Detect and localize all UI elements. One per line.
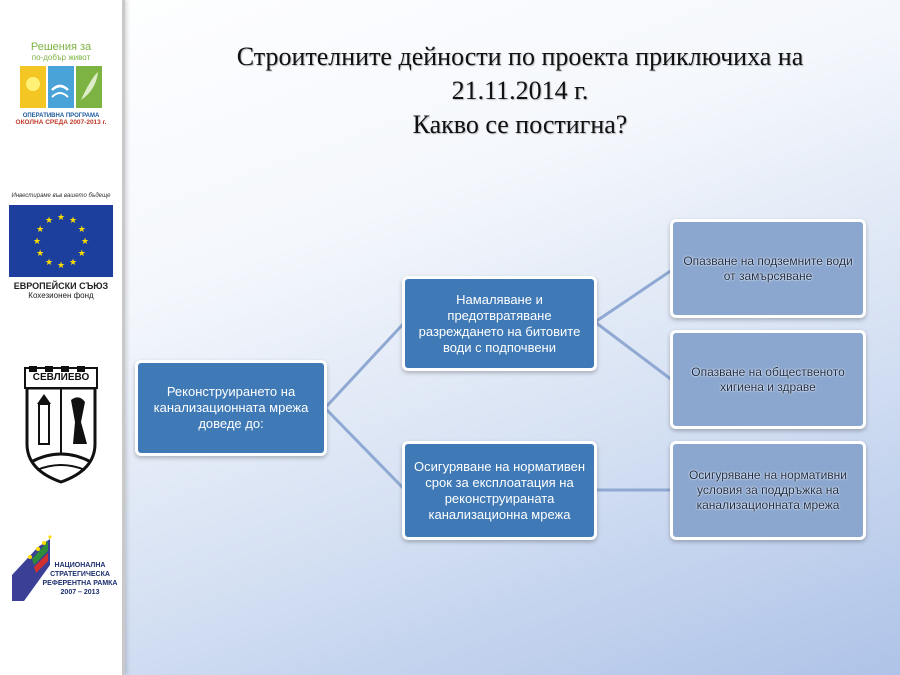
root-node-text: Реконструирането на канализационната мре…	[153, 384, 309, 431]
coat-of-arms-icon	[24, 366, 98, 484]
coat-of-arms-label: СЕВЛИЕВО	[32, 372, 90, 383]
eu-star-icon: ★	[57, 260, 65, 270]
connector-root-branch2	[323, 406, 407, 492]
nsrf-line2: СТРАТЕГИЧЕСКА	[50, 571, 110, 578]
logo-sidebar: Решения за по-добър живот ОПЕРАТИВНА ПРО…	[0, 0, 125, 675]
connector-root-branch1	[323, 320, 407, 410]
eu-star-icon: ★	[33, 236, 41, 246]
sevlievo-coat-of-arms: СЕВЛИЕВО	[0, 366, 122, 484]
op-logo-line3: ОПЕРАТИВНА ПРОГРАМА	[22, 113, 100, 119]
nsrf-line4: 2007 – 2013	[60, 589, 100, 596]
eu-star-icon: ★	[69, 215, 77, 225]
op-environment-logo: Решения за по-добър живот ОПЕРАТИВНА ПРО…	[0, 41, 122, 127]
eu-star-icon: ★	[45, 215, 53, 225]
eu-star-icon: ★	[57, 212, 65, 222]
eu-star-icon: ★	[78, 224, 86, 234]
title-line-2: 21.11.2014 г.	[451, 76, 589, 105]
diagram-leaf-node-3: Осигуряване на нормативни условия за под…	[670, 441, 866, 540]
eu-star-icon: ★	[36, 248, 44, 258]
eu-slogan: Инвестираме във вашето бъдеще	[11, 193, 111, 199]
connector-branch1-child1	[594, 268, 673, 324]
leaf-1-text: Опазване на подземните води от замърсява…	[683, 253, 853, 283]
op-logo-line2: по-добър живот	[31, 53, 91, 62]
eu-star-icon: ★	[78, 248, 86, 258]
connector-branch1-child2	[594, 320, 673, 382]
diagram-leaf-node-2: Опазване на общественото хигиена и здрав…	[670, 330, 866, 429]
eu-star-icon: ★	[45, 257, 53, 267]
nsrf-line3: РЕФЕРЕНТНА РАМКА	[42, 580, 118, 587]
diagram-branch-node-1: Намаляване и предотвратяване разрежданет…	[402, 276, 597, 371]
nsrf-logo: НАЦИОНАЛНА СТРАТЕГИЧЕСКА РЕФЕРЕНТНА РАМК…	[10, 535, 120, 610]
slide-title: Строителните дейности по проекта приключ…	[160, 40, 880, 142]
diagram-root-node: Реконструирането на канализационната мре…	[135, 360, 327, 456]
op-logo-line4: ОКОЛНА СРЕДА 2007-2013 г.	[15, 119, 107, 126]
diagram-leaf-node-1: Опазване на подземните води от замърсява…	[670, 219, 866, 318]
eu-name: ЕВРОПЕЙСКИ СЪЮЗ	[13, 281, 109, 291]
op-logo-line1: Решения за	[30, 41, 92, 53]
eu-star-icon: ★	[69, 257, 77, 267]
eu-logo: Инвестираме във вашето бъдеще ★★★★★★★★★★…	[0, 193, 122, 300]
nsrf-line1: НАЦИОНАЛНА	[54, 562, 106, 569]
title-line-1: Строителните дейности по проекта приключ…	[236, 42, 804, 71]
eu-flag-icon: ★★★★★★★★★★★★	[9, 205, 113, 277]
diagram-branch-node-2: Осигуряване на нормативен срок за експло…	[402, 441, 597, 540]
nsrf-emblem-icon	[12, 535, 52, 601]
eu-star-icon: ★	[81, 236, 89, 246]
leaf-2-text: Опазване на общественото хигиена и здрав…	[691, 364, 845, 394]
op-logo-emblem-icon	[20, 66, 102, 108]
branch-1-text: Намаляване и предотвратяване разрежданет…	[418, 291, 581, 355]
eu-fund: Кохезионен фонд	[28, 291, 94, 300]
eu-star-icon: ★	[36, 224, 44, 234]
title-line-3: Какво се постигна?	[412, 110, 628, 139]
leaf-3-text: Осигуряване на нормативни условия за под…	[688, 468, 848, 512]
branch-2-text: Осигуряване на нормативен срок за експло…	[413, 458, 586, 522]
